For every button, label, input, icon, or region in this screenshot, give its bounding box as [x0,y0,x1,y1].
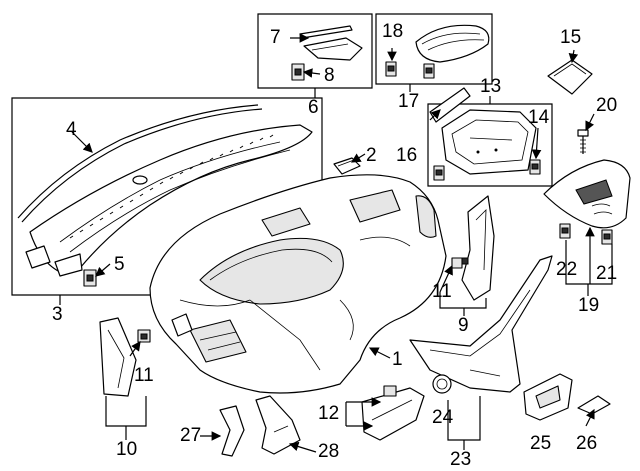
clip-11a [451,257,469,269]
bracket-12 [361,385,425,441]
callout-26: 26 [576,433,598,454]
clip-21 [601,229,613,245]
callout-10: 10 [116,439,138,460]
callout-23: 23 [450,449,472,470]
callout-28: 28 [318,441,340,462]
brace-27 [219,405,245,457]
console-trim-23 [409,255,553,393]
glove-box-lid-18 [415,24,490,63]
callout-6: 6 [308,97,319,118]
group-box-17 [375,13,493,85]
upper-panel-cover [25,124,313,277]
clip-22 [559,223,571,239]
callout-15: 15 [560,27,582,48]
callout-27: 27 [180,425,202,446]
callout-5: 5 [114,254,125,275]
clip-11b [137,329,151,343]
callout-19: 19 [578,295,600,316]
clip-14 [529,159,541,175]
callout-11-a: 11 [432,281,452,302]
callout-12: 12 [318,403,340,424]
callout-22: 22 [556,259,578,280]
trim-panel-25 [523,373,573,421]
defroster-seal-strip [17,104,263,223]
bracket-2 [333,157,361,175]
glove-box-bin-13 [441,109,537,175]
callout-24: 24 [432,407,454,428]
trim-strip-7 [299,25,353,39]
callout-13: 13 [480,76,502,97]
callout-2: 2 [366,145,377,166]
callout-25: 25 [530,433,552,454]
callout-17: 17 [398,91,420,112]
callout-21: 21 [596,263,618,284]
callout-7: 7 [270,27,281,48]
cover-plate-15 [547,59,593,95]
side-cover-10 [99,317,137,397]
side-panel-9 [461,195,495,301]
callout-16: 16 [396,145,418,166]
callout-11-b: 11 [134,365,154,386]
center-bezel-19 [543,159,631,229]
cap-24 [432,374,452,394]
clip-18a [385,61,397,77]
leader-lines [59,33,613,453]
clip-5 [83,269,97,287]
callout-4: 4 [66,119,77,140]
clip-18b [423,63,435,79]
clip-8 [291,63,305,81]
callout-14: 14 [528,107,550,128]
trim-28 [255,395,301,455]
callout-3: 3 [52,304,63,325]
callout-9: 9 [458,315,469,336]
callout-8: 8 [324,65,335,86]
clip-13a [433,165,445,181]
screw-20 [577,129,589,154]
callout-18: 18 [382,21,404,42]
callout-1: 1 [392,349,403,370]
group-box-6 [257,13,373,89]
instrument-panel-1 [149,174,447,394]
bracket-panel-6 [303,37,363,61]
callout-20: 20 [596,95,618,116]
